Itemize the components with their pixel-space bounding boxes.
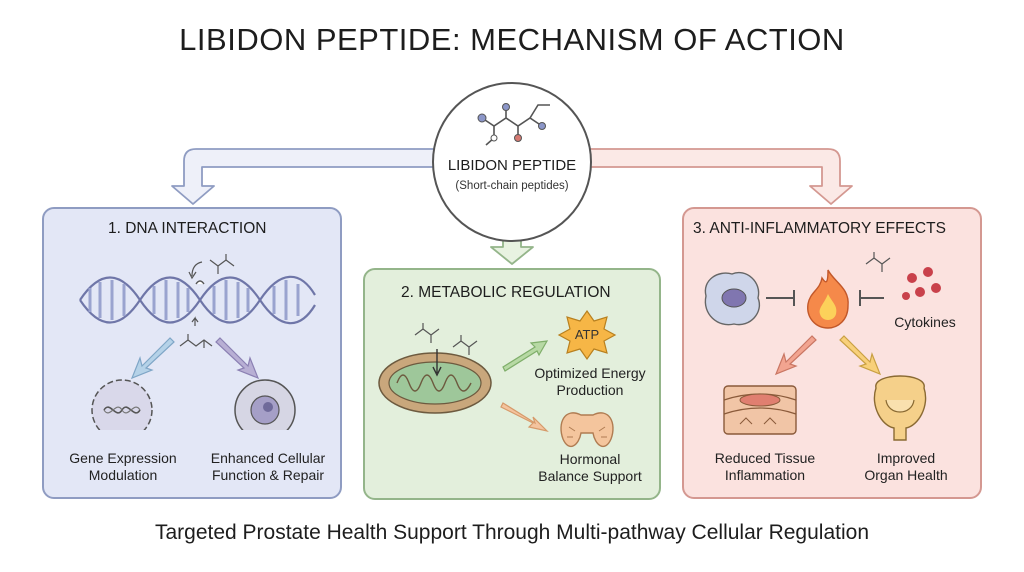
thyroid-icon	[560, 412, 614, 448]
label-gene-expression: Gene Expression Modulation	[69, 450, 177, 483]
organ-icon	[873, 375, 927, 441]
panel-title-dna-interaction: 1. DNA INTERACTION	[108, 220, 267, 237]
center-title: LIBIDON PEPTIDE	[447, 157, 577, 174]
molecule-icon	[477, 103, 550, 146]
arrow-to-anti-inflammatory	[586, 148, 853, 205]
label-enhanced-cellular: Enhanced Cellular Function & Repair	[210, 450, 326, 483]
panel-dna-interaction	[42, 207, 342, 499]
atp-badge	[557, 309, 617, 361]
footer-caption: Targeted Prostate Health Support Through…	[154, 521, 869, 544]
anti-inflammatory-diagram	[704, 252, 941, 441]
tissue-icon	[723, 385, 797, 435]
immune-cell-icon	[704, 271, 761, 326]
panel-title-anti-inflammatory: 3. ANTI-INFLAMMATORY EFFECTS	[693, 220, 946, 237]
atp-label: ATP	[574, 327, 600, 342]
mitochondrion-icon	[378, 352, 492, 414]
center-subtitle: (Short-chain peptides)	[455, 180, 569, 192]
label-optimized-energy: Optimized Energy Production	[534, 365, 646, 398]
dna-icon	[79, 254, 316, 430]
arrow-to-metabolic	[490, 239, 534, 265]
arrow-to-dna-interaction	[171, 148, 438, 205]
label-reduced-tissue-inflammation: Reduced Tissue Inflammation	[714, 450, 816, 483]
page-title: LIBIDON PEPTIDE: MECHANISM OF ACTION	[179, 22, 845, 57]
panel-title-metabolic-regulation: 2. METABOLIC REGULATION	[401, 284, 611, 301]
metabolic-diagram	[378, 309, 617, 448]
panel-anti-inflammatory	[682, 207, 982, 499]
libidon-peptide-node	[432, 82, 592, 242]
label-improved-organ-health: Improved Organ Health	[864, 450, 948, 483]
label-cytokines: Cytokines	[894, 314, 956, 330]
inflammation-flame-icon	[807, 269, 849, 329]
label-hormonal-balance: Hormonal Balance Support	[538, 451, 642, 484]
